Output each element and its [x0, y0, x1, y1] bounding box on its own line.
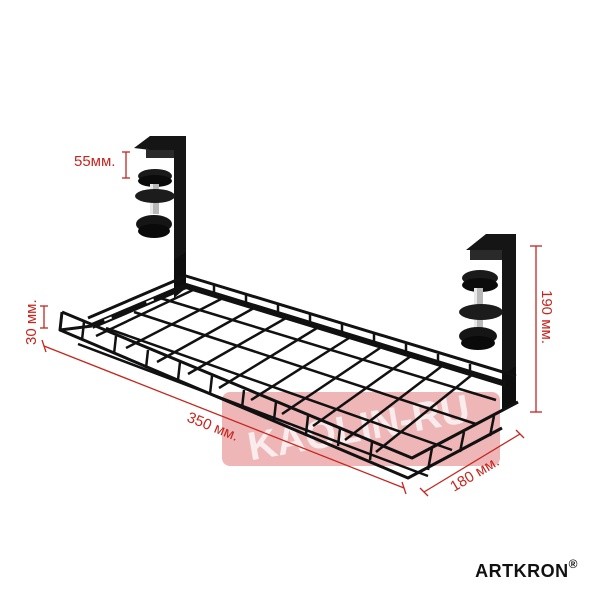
back-plate-slots: [103, 298, 155, 322]
dimension-lines: [40, 151, 542, 497]
left-clamp-lower-knob: [136, 215, 172, 238]
left-clamp-upper-knob: [138, 169, 172, 187]
brand-logo: ARTKRON®: [475, 557, 578, 582]
right-clamp-lower-knob: [459, 327, 497, 350]
brand-name: ARTKRON: [475, 561, 569, 581]
left-clamp-bracket: [134, 136, 186, 298]
total-height-label: 190 мм.: [538, 290, 555, 344]
clamp-gap-label: 55мм.: [74, 153, 115, 170]
right-clamp-upper-knob: [462, 270, 498, 292]
right-clamp-bracket: [459, 234, 516, 412]
wire-tray: [58, 274, 519, 480]
registered-mark: ®: [568, 557, 578, 571]
tray-height-label: 30 мм.: [23, 299, 40, 345]
